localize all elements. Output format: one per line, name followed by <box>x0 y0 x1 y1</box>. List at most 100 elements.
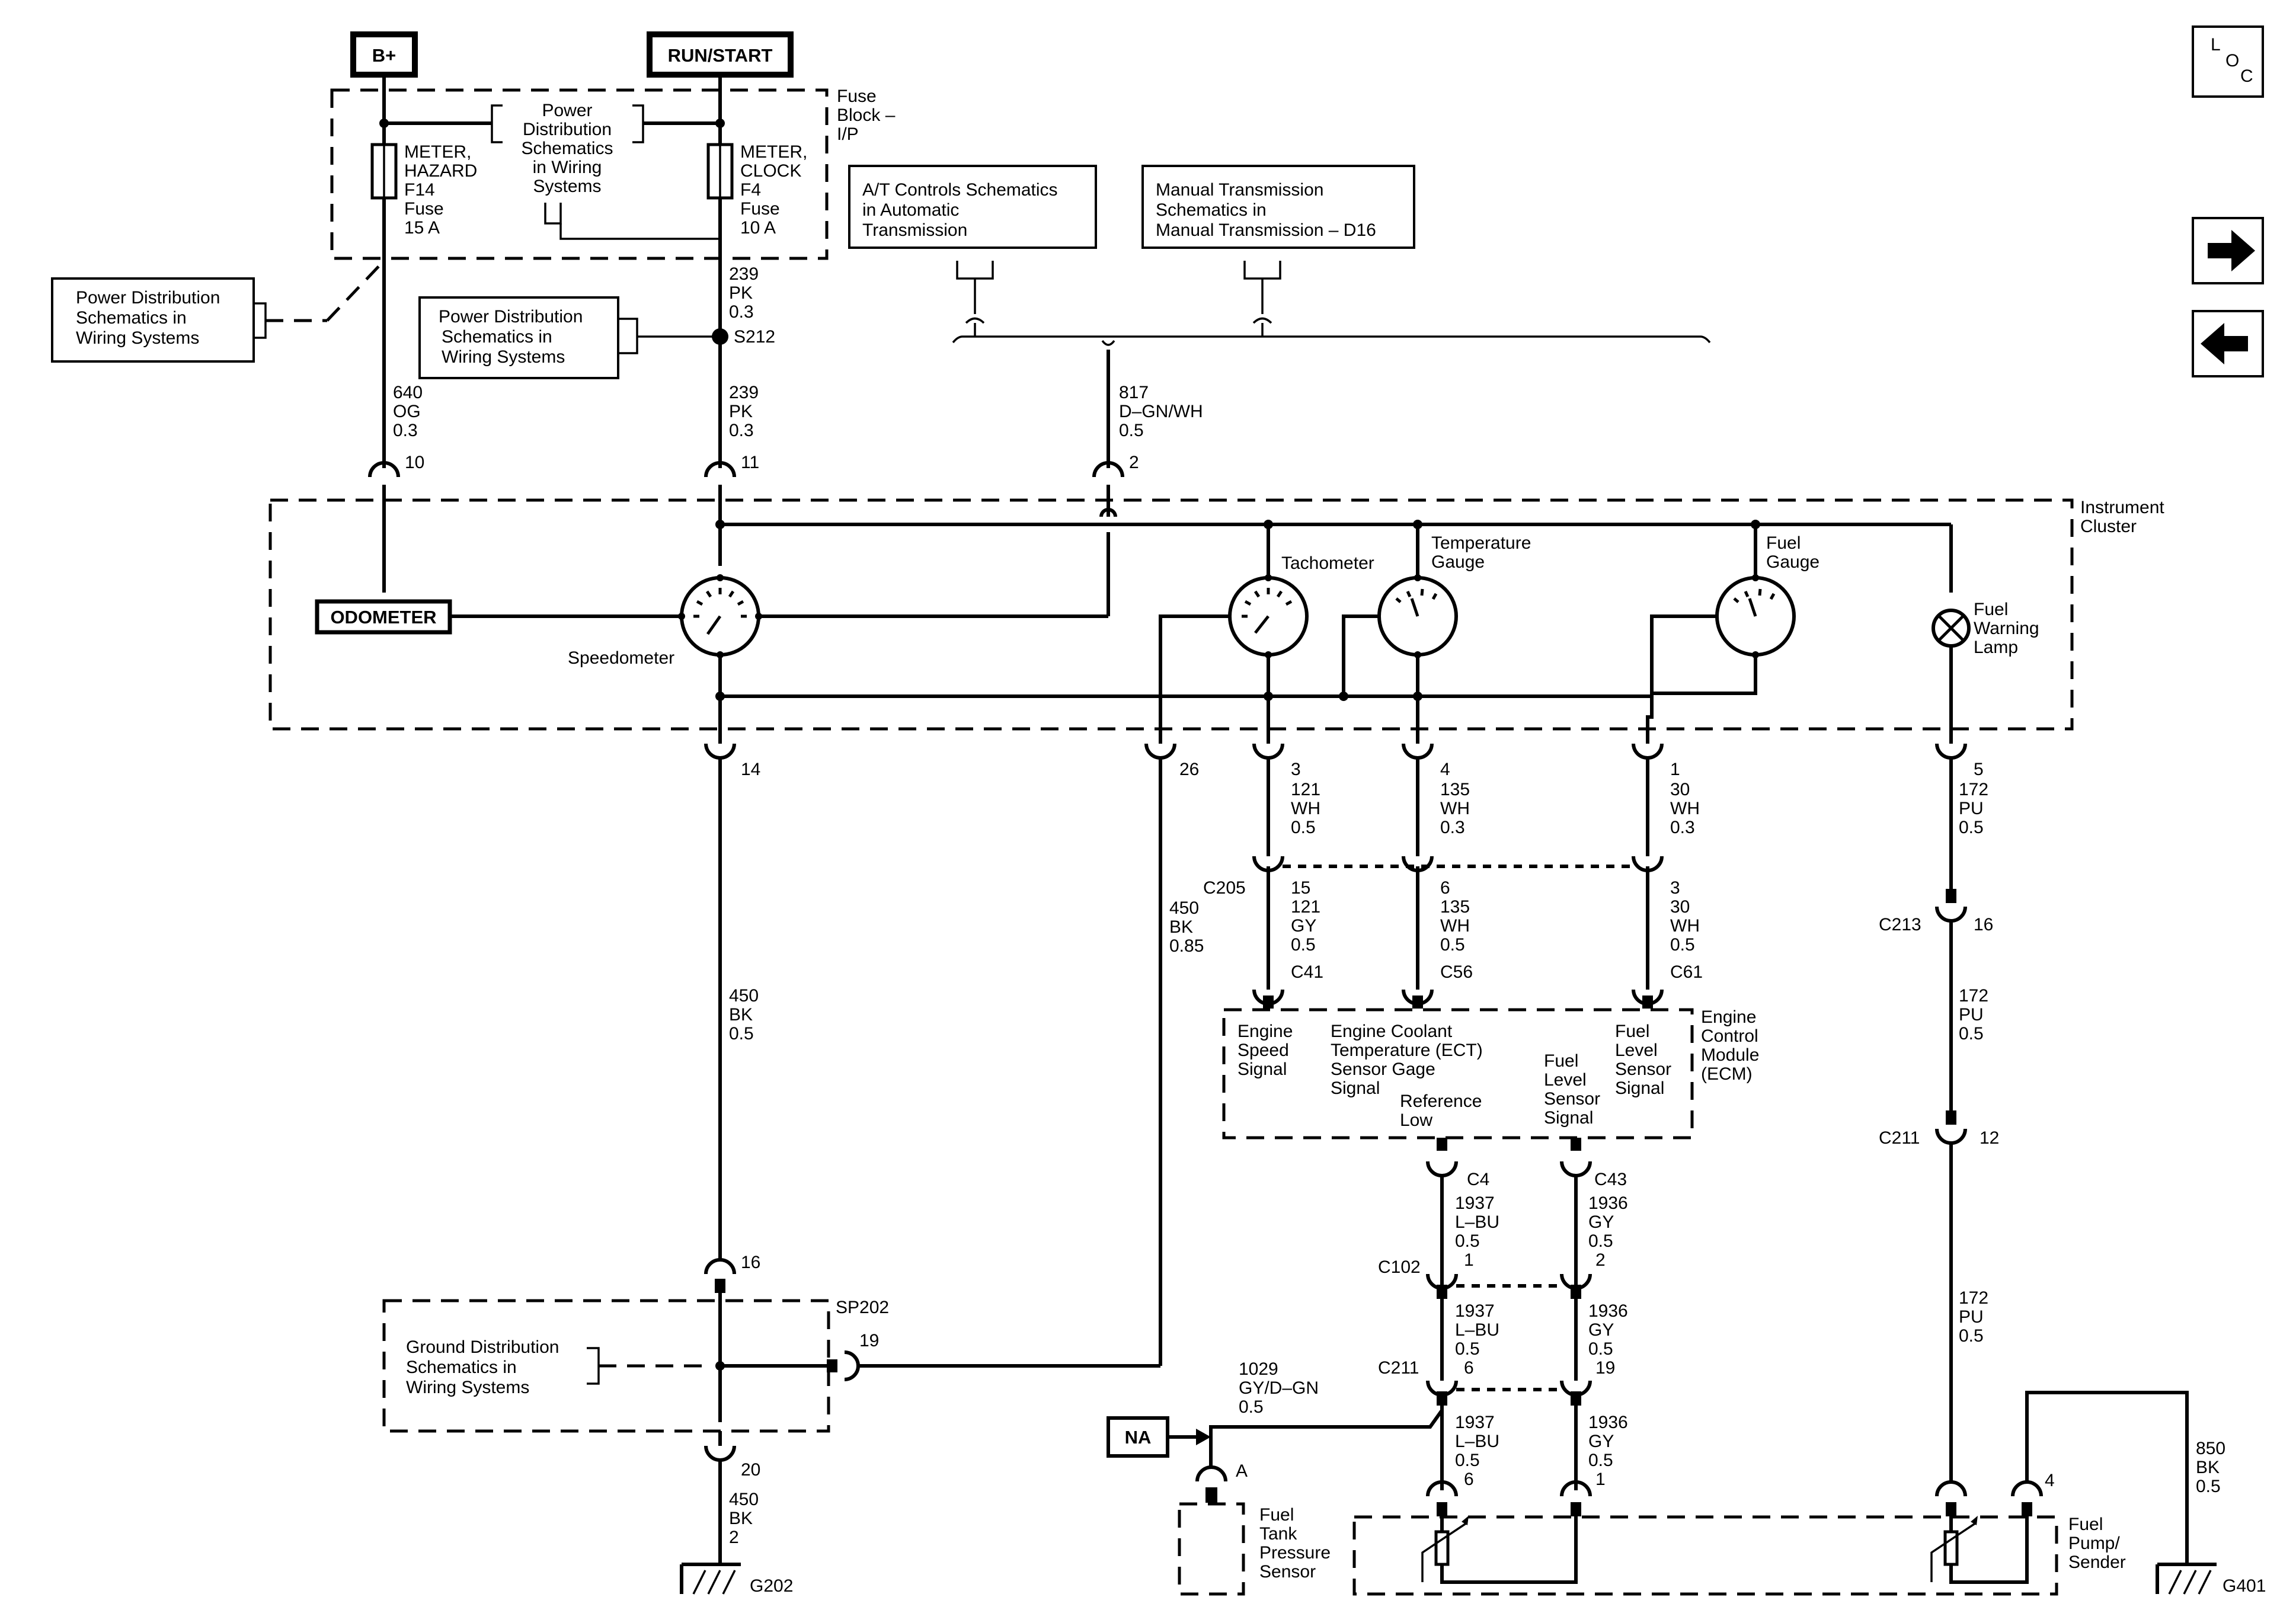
svg-text:C205: C205 <box>1203 878 1246 898</box>
tachometer-label: Tachometer <box>1281 553 1374 573</box>
svg-text:SP202: SP202 <box>836 1298 889 1317</box>
svg-text:D–GN/WH: D–GN/WH <box>1119 402 1203 421</box>
fuel-pump-sender: Fuel Pump/ Sender 4 <box>1352 1471 2126 1596</box>
svg-text:WH: WH <box>1670 916 1700 936</box>
svg-text:6: 6 <box>1464 1470 1474 1489</box>
svg-text:BK: BK <box>729 1509 753 1528</box>
svg-text:172: 172 <box>1959 780 1988 799</box>
arrow-right-icon <box>2208 230 2255 271</box>
svg-text:0.85: 0.85 <box>1169 936 1204 956</box>
svg-text:14: 14 <box>741 760 760 779</box>
svg-text:450: 450 <box>729 986 759 1006</box>
svg-text:C4: C4 <box>1467 1170 1489 1189</box>
svg-text:20: 20 <box>741 1460 760 1480</box>
svg-text:6: 6 <box>1440 878 1450 898</box>
svg-text:0.5: 0.5 <box>1670 935 1695 955</box>
svg-text:850: 850 <box>2196 1439 2225 1458</box>
svg-text:G401: G401 <box>2223 1576 2266 1596</box>
svg-text:Sensor: Sensor <box>1615 1060 1671 1079</box>
prev-page-button[interactable] <box>2192 310 2264 377</box>
svg-text:BK: BK <box>729 1005 753 1025</box>
svg-text:0.5: 0.5 <box>1959 1326 1984 1346</box>
svg-text:640: 640 <box>393 383 423 402</box>
svg-text:C41: C41 <box>1291 962 1323 982</box>
svg-text:4: 4 <box>2045 1471 2055 1490</box>
svg-text:Instrument: Instrument <box>2080 498 2164 517</box>
svg-text:Fuel: Fuel <box>1259 1505 1294 1525</box>
loc-button[interactable]: L O C <box>2192 25 2264 98</box>
pds-reference-mid[interactable]: Power Distribution Schematics in Wiring … <box>418 296 718 379</box>
svg-text:Engine: Engine <box>1701 1007 1756 1027</box>
svg-text:Distribution: Distribution <box>523 120 612 139</box>
svg-text:Schematics: Schematics <box>521 139 613 158</box>
svg-text:3: 3 <box>1670 878 1680 898</box>
svg-text:Block –: Block – <box>837 105 896 125</box>
arrow-right-small-icon <box>1196 1429 1211 1445</box>
odometer-label: ODOMETER <box>330 607 436 628</box>
svg-text:BK: BK <box>2196 1458 2220 1477</box>
svg-text:PU: PU <box>1959 1005 1984 1025</box>
svg-text:0.3: 0.3 <box>1670 818 1695 837</box>
svg-text:1937: 1937 <box>1455 1413 1495 1432</box>
svg-text:in Wiring: in Wiring <box>533 158 602 177</box>
svg-text:C56: C56 <box>1440 962 1473 982</box>
next-page-button[interactable] <box>2192 217 2264 284</box>
at-controls-reference[interactable]: A/T Controls Schematics in Automatic Tra… <box>848 165 1097 337</box>
svg-text:Fuel: Fuel <box>1544 1051 1578 1071</box>
svg-text:0.5: 0.5 <box>1959 818 1984 837</box>
svg-text:135: 135 <box>1440 780 1470 799</box>
svg-text:Schematics in: Schematics in <box>1156 200 1267 220</box>
svg-text:PU: PU <box>1959 799 1984 818</box>
svg-text:PU: PU <box>1959 1307 1984 1327</box>
loc-letter-l: L <box>2211 35 2221 55</box>
svg-text:239: 239 <box>729 264 759 284</box>
ground-distribution-reference[interactable]: Ground Distribution Schematics in Wiring… <box>406 1337 711 1397</box>
svg-text:C213: C213 <box>1879 915 1921 934</box>
pds-reference-left[interactable]: Power Distribution Schematics in Wiring … <box>51 260 385 363</box>
splice-pack-sp202: 16 SP202 19 <box>382 1253 1160 1433</box>
svg-text:817: 817 <box>1119 383 1149 402</box>
svg-text:WH: WH <box>1291 799 1320 818</box>
svg-text:15: 15 <box>1291 878 1310 898</box>
svg-text:Control: Control <box>1701 1026 1758 1046</box>
svg-text:Fuse: Fuse <box>837 87 877 106</box>
svg-text:1: 1 <box>1464 1250 1474 1270</box>
svg-text:0.5: 0.5 <box>1291 935 1316 955</box>
svg-text:Ground Distribution: Ground Distribution <box>406 1337 559 1357</box>
svg-text:0.5: 0.5 <box>1119 421 1144 440</box>
svg-text:Fuel: Fuel <box>2068 1515 2103 1534</box>
svg-text:Lamp: Lamp <box>1974 638 2018 657</box>
odometer-box <box>315 599 452 635</box>
svg-text:0.5: 0.5 <box>1588 1451 1613 1470</box>
svg-text:16: 16 <box>741 1253 760 1272</box>
svg-text:Schematics in: Schematics in <box>406 1358 517 1377</box>
instrument-cluster: Instrument Cluster ODOMETER <box>268 485 2164 731</box>
svg-text:Fuse: Fuse <box>404 199 444 219</box>
svg-text:135: 135 <box>1440 897 1470 917</box>
splice-s212-label: S212 <box>734 327 775 347</box>
svg-text:Gauge: Gauge <box>1766 552 1819 572</box>
svg-text:172: 172 <box>1959 986 1988 1006</box>
svg-text:Signal: Signal <box>1615 1078 1664 1098</box>
ground-g202-icon: G202 <box>680 1563 793 1596</box>
svg-text:0.3: 0.3 <box>393 421 418 440</box>
connector-c211-upper: C211 12 <box>1879 1110 1999 1148</box>
svg-text:450: 450 <box>729 1490 759 1509</box>
svg-text:1937: 1937 <box>1455 1193 1495 1213</box>
svg-text:10: 10 <box>405 453 424 472</box>
na-reference: NA <box>1107 1416 1211 1458</box>
bplus-label: B+ <box>372 45 396 66</box>
ground-g401-icon: G401 <box>2156 1563 2266 1596</box>
svg-text:Warning: Warning <box>1974 619 2039 638</box>
svg-text:WH: WH <box>1440 916 1470 936</box>
svg-text:Sender: Sender <box>2068 1553 2126 1572</box>
svg-text:5: 5 <box>1974 760 1984 779</box>
svg-text:C102: C102 <box>1378 1257 1421 1277</box>
svg-text:Pressure: Pressure <box>1259 1543 1331 1563</box>
svg-text:26: 26 <box>1179 760 1199 779</box>
svg-text:GY: GY <box>1291 916 1316 936</box>
bplus-source: B+ <box>350 31 418 78</box>
svg-text:0.5: 0.5 <box>1588 1231 1613 1251</box>
manual-transmission-reference[interactable]: Manual Transmission Schematics in Manual… <box>1141 165 1415 337</box>
connector-c211-lower: C211 <box>1378 1358 1592 1406</box>
